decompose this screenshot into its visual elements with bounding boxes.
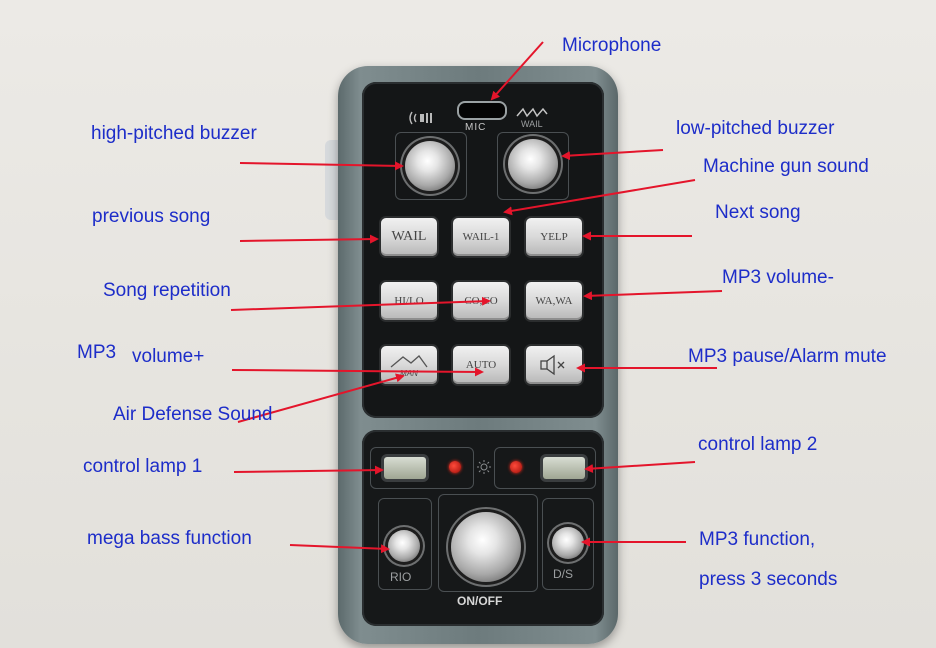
arrow-volume-plus [231,367,484,377]
wail-button[interactable]: WAIL [381,218,437,256]
indicator-led-left [449,461,461,473]
arrow-song-repetition [230,296,491,311]
arrow-mega-bass [289,544,390,554]
mp3-function-button[interactable] [552,527,584,559]
low-buzzer-knob[interactable] [508,139,558,189]
power-bezel [438,494,538,592]
wail-wave-icon [516,107,548,118]
label-control-lamp-2: control lamp 2 [698,434,818,455]
arrow-high-buzzer [239,161,404,171]
control-lamp-2-switch[interactable] [543,457,585,479]
arrow-microphone [490,41,544,101]
indicator-led-right [510,461,522,473]
speaker-mute-icon [540,354,565,376]
mute-button[interactable] [526,346,582,384]
arrow-volume-minus [583,290,723,301]
lamp-bezel-left [370,447,474,489]
man-label: MAN [400,368,418,378]
rio-label: RIO [390,570,412,584]
wawa-button[interactable]: WA,WA [526,282,582,320]
label-previous-song: previous song [92,206,211,227]
mountain-icon [390,354,428,367]
microphone-slot [457,101,507,120]
ds-bezel [542,498,594,590]
auto-button[interactable]: AUTO [453,346,509,384]
label-low-buzzer: low-pitched buzzer [676,118,835,139]
yelp-button[interactable]: YELP [526,218,582,256]
label-next-song: Next song [715,202,801,223]
label-mp3-pause: MP3 pause/Alarm mute [688,346,887,367]
knob-bezel-right [497,132,569,200]
label-control-lamp-1: control lamp 1 [83,456,203,477]
arrow-low-buzzer [561,149,664,161]
label-mp3-function: MP3 function, [699,529,816,550]
wail1-button[interactable]: WAIL-1 [453,218,509,256]
label-mp3-function-press: press 3 seconds [699,569,838,590]
arrow-control-lamp-1 [233,465,384,475]
arrow-machine-gun [503,179,696,216]
label-volume-minus: MP3 volume- [722,267,834,288]
label-air-defense: Air Defense Sound [113,404,273,425]
label-song-repetition: Song repetition [103,280,231,301]
label-volume-plus-prefix: MP3 [77,342,117,363]
buzzer-high-icon [409,111,432,125]
high-buzzer-knob[interactable] [405,141,455,191]
label-microphone: Microphone [562,35,662,56]
arrow-air-defense [237,373,405,423]
ds-label: D/S [553,567,574,581]
label-mega-bass: mega bass function [87,528,252,549]
arrow-control-lamp-2 [584,461,696,474]
label-high-buzzer: high-pitched buzzer [91,123,257,144]
mega-bass-button[interactable] [388,530,420,562]
sun-icon [477,460,491,474]
arrow-previous-song [239,234,379,244]
label-machine-gun: Machine gun sound [703,156,869,177]
control-lamp-1-switch[interactable] [384,457,426,479]
power-knob[interactable] [451,512,521,582]
wail-icon-label: WAIL [521,119,543,129]
onoff-label: ON/OFF [457,594,503,608]
mic-label: MIC [465,122,487,133]
rio-bezel [378,498,432,590]
man-button[interactable]: MAN [381,346,437,384]
label-volume-plus: volume+ [132,346,205,367]
